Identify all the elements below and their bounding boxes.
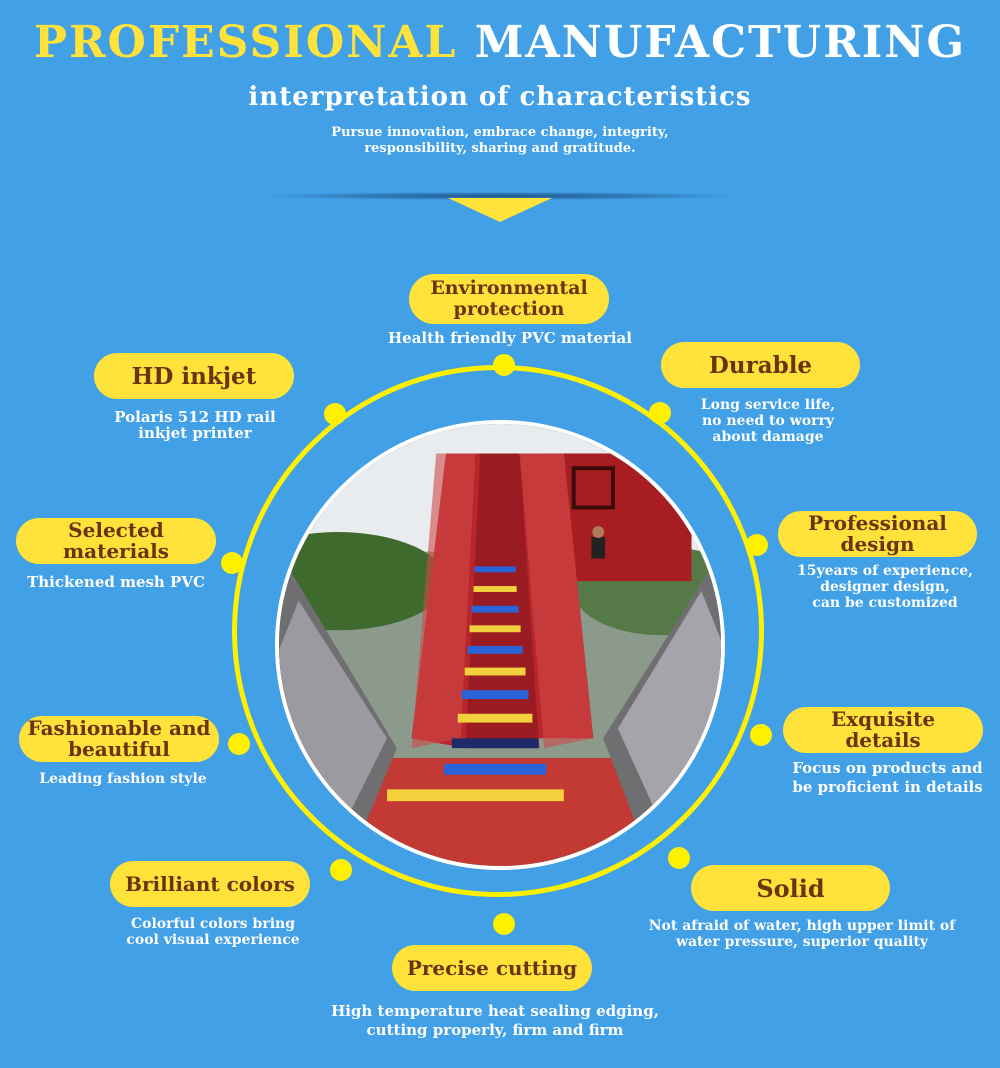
ring-dot-fashionable — [228, 733, 250, 755]
feature-brilliant-desc: Colorful colors bring cool visual experi… — [98, 916, 328, 948]
feature-environmental-title-2: protection — [453, 298, 565, 320]
ring-dot-environmental — [493, 354, 515, 376]
feature-hd-inkjet-badge: HD inkjet — [94, 353, 294, 399]
feature-solid-desc-2: water pressure, superior quality — [675, 934, 929, 950]
feature-durable-title: Durable — [708, 351, 813, 379]
feature-precise-desc-2: cutting properly, firm and firm — [366, 1021, 624, 1039]
feature-durable-desc-2: no need to worry — [701, 413, 834, 429]
feature-professional-desc-1: 15years of experience, — [797, 563, 973, 579]
feature-hd-inkjet-desc-1: Polaris 512 HD rail — [114, 408, 276, 426]
feature-exquisite-title: Exquisite details — [830, 707, 936, 752]
ring-dot-precise — [493, 913, 515, 935]
ring-dot-hd-inkjet — [324, 403, 346, 425]
feature-hd-inkjet-desc-2: inkjet printer — [138, 424, 252, 442]
inflatable-slide-illustration — [279, 424, 721, 866]
feature-environmental-badge: Environmental protection — [409, 274, 609, 324]
feature-professional-desc: 15years of experience, designer design, … — [775, 563, 995, 611]
down-arrow-icon — [448, 198, 552, 222]
feature-precise-desc: High temperature heat sealing edging, cu… — [300, 1002, 690, 1040]
feature-professional-desc-3: can be customized — [812, 595, 958, 611]
feature-exquisite-desc-1: Focus on products and — [792, 759, 983, 777]
page-subtitle: interpretation of characteristics — [248, 82, 752, 112]
feature-professional-title-1: Professional — [808, 511, 947, 535]
tagline: Pursue innovation, embrace change, integ… — [300, 125, 700, 157]
feature-solid-badge: Solid — [691, 865, 890, 911]
ring-dot-selected — [221, 552, 243, 574]
feature-environmental-title-1: Environmental — [430, 277, 588, 299]
feature-durable-badge: Durable — [661, 342, 860, 388]
feature-selected-desc: Thickened mesh PVC — [5, 574, 227, 590]
title-manufacturing: MANUFACTURING — [474, 17, 967, 68]
feature-brilliant-desc-2: cool visual experience — [126, 932, 300, 948]
feature-environmental-desc-1: Health friendly PVC material — [388, 329, 632, 347]
feature-professional-desc-2: designer design, — [820, 579, 950, 595]
feature-selected-badge: Selected materials — [16, 518, 216, 564]
feature-fashionable-desc-1: Leading fashion style — [39, 771, 207, 787]
ring-dot-exquisite — [750, 724, 772, 746]
feature-selected-desc-1: Thickened mesh PVC — [27, 573, 205, 591]
feature-precise-desc-1: High temperature heat sealing edging, — [331, 1002, 659, 1020]
feature-fashionable-desc: Leading fashion style — [8, 771, 238, 787]
product-photo-inflatable-slide — [275, 420, 725, 870]
feature-brilliant-title: Brilliant colors — [125, 871, 295, 896]
feature-exquisite-desc-2: be proficient in details — [792, 778, 983, 796]
feature-durable-desc-1: Long service life, — [700, 397, 836, 413]
tagline-line-1: Pursue innovation, embrace change, integ… — [331, 125, 669, 140]
feature-hd-inkjet-desc: Polaris 512 HD rail inkjet printer — [85, 409, 305, 441]
title-professional: PROFESSIONAL — [33, 17, 458, 68]
feature-exquisite-badge: Exquisite details — [783, 707, 983, 753]
ring-dot-durable — [649, 402, 671, 424]
header-divider — [265, 192, 735, 200]
feature-exquisite-desc: Focus on products and be proficient in d… — [780, 759, 995, 797]
feature-solid-desc: Not afraid of water, high upper limit of… — [612, 918, 992, 950]
feature-environmental-desc: Health friendly PVC material — [330, 330, 690, 346]
feature-fashionable-title-2: beautiful — [68, 737, 170, 761]
feature-solid-desc-1: Not afraid of water, high upper limit of — [648, 918, 956, 934]
feature-brilliant-desc-1: Colorful colors bring — [130, 916, 295, 932]
tagline-line-2: responsibility, sharing and gratitude. — [364, 141, 636, 156]
ring-dot-professional — [746, 534, 768, 556]
ring-dot-brilliant — [330, 859, 352, 881]
feature-selected-title-1: Selected — [68, 518, 164, 542]
feature-fashionable-badge: Fashionable and beautiful — [19, 716, 219, 762]
ring-dot-solid — [668, 847, 690, 869]
feature-professional-badge: Professional design — [778, 511, 977, 557]
feature-fashionable-title-1: Fashionable and — [27, 716, 211, 740]
feature-durable-desc-3: about damage — [712, 429, 824, 445]
feature-selected-title-2: materials — [62, 539, 170, 563]
feature-hd-inkjet-title: HD inkjet — [131, 362, 257, 390]
feature-precise-badge: Precise cutting — [392, 945, 592, 991]
feature-brilliant-badge: Brilliant colors — [110, 861, 310, 907]
feature-solid-title: Solid — [756, 873, 825, 903]
feature-professional-title-2: design — [840, 532, 915, 556]
page-title: PROFESSIONAL MANUFACTURING — [0, 18, 1000, 68]
feature-durable-desc: Long service life, no need to worry abou… — [668, 397, 868, 445]
feature-precise-title: Precise cutting — [406, 955, 578, 980]
